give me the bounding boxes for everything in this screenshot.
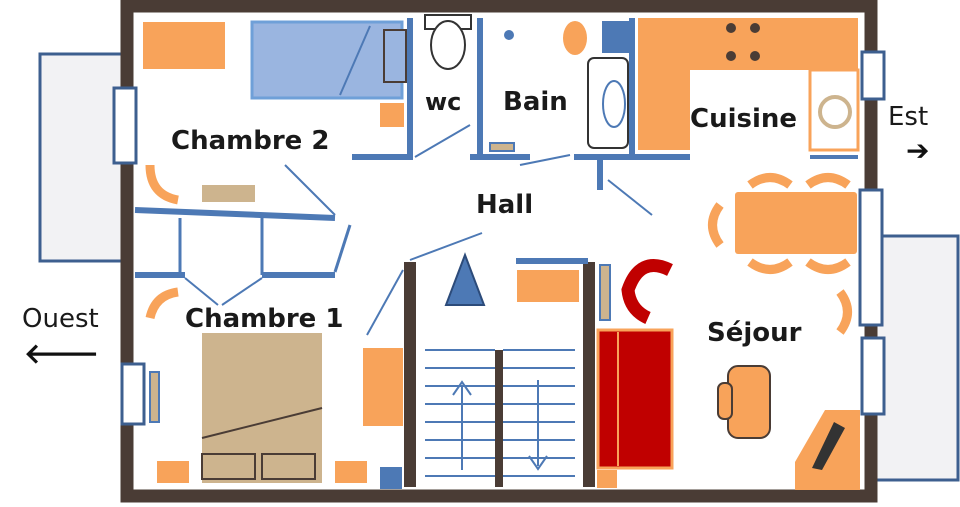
room-label-sejour: Séjour (707, 318, 802, 348)
table-icon (735, 192, 857, 254)
room-label-hall: Hall (476, 190, 534, 220)
direction-label-est: Est (888, 102, 929, 132)
west-terrace (38, 52, 127, 263)
sofa-icon (596, 328, 674, 470)
bathtub-icon (250, 20, 404, 100)
desk-chambre2 (143, 22, 225, 69)
sink-icon (563, 21, 587, 55)
room-label-wc: wc (425, 88, 462, 116)
stove-icon (726, 23, 760, 61)
door-swing-icon (145, 164, 180, 205)
door-swing-icon-chambre1 (145, 287, 179, 320)
arrow-left-icon: 🡐 (24, 337, 100, 370)
window-icon (112, 86, 138, 165)
stairs-up-arrow (444, 252, 486, 306)
armchair-icon (727, 365, 771, 439)
armchair-red-icon (621, 259, 673, 324)
room-label-chambre1: Chambre 1 (185, 304, 344, 334)
east-terrace (874, 234, 960, 482)
stairs-icon (404, 262, 416, 487)
room-label-chambre2: Chambre 2 (171, 126, 330, 156)
arrow-right-icon: ➔ (906, 134, 930, 167)
kitchen-counter (638, 18, 858, 150)
room-label-cuisine: Cuisine (690, 104, 798, 134)
direction-label-ouest: Ouest (22, 304, 99, 334)
room-label-bain: Bain (503, 87, 568, 117)
cushion-chambre2 (202, 185, 255, 202)
